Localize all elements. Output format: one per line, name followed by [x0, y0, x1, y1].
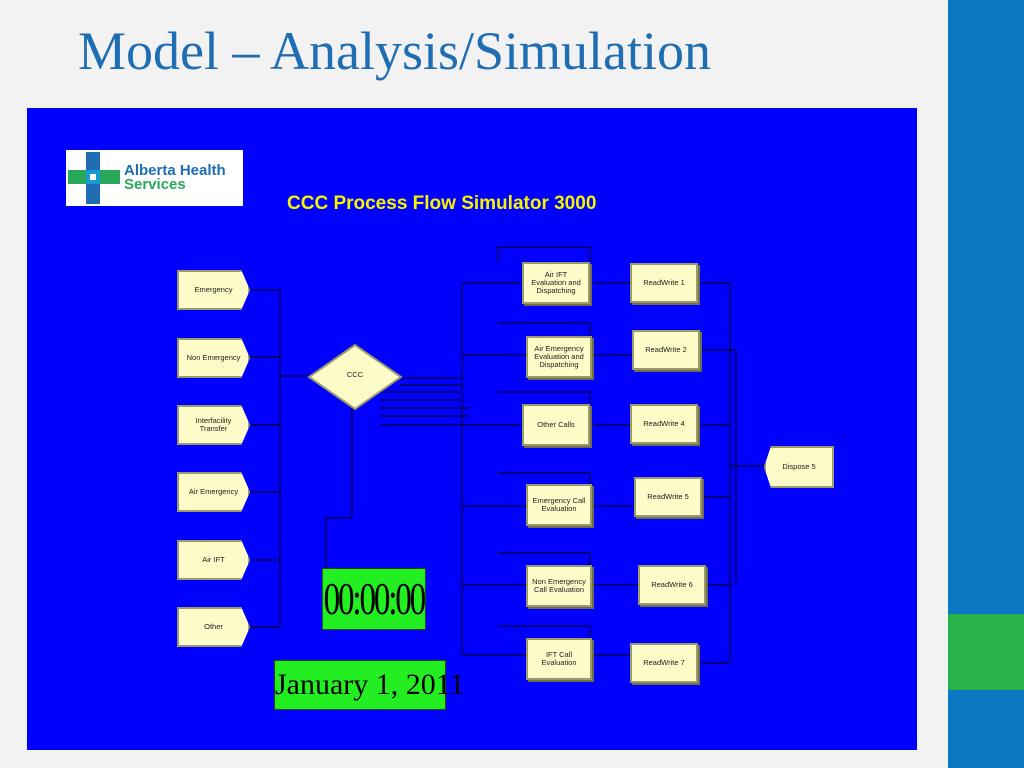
simulator-title: CCC Process Flow Simulator 3000	[287, 193, 597, 214]
logo-wordmark: Alberta Health Services	[124, 162, 226, 193]
simulation-date: January 1, 2011	[274, 660, 465, 710]
readwrite-6[interactable]: ReadWrite 6	[638, 565, 706, 605]
decision-label: CCC	[346, 370, 364, 379]
source-air-emergency[interactable]: Air Emergency	[177, 472, 250, 512]
readwrite-5[interactable]: ReadWrite 5	[634, 477, 702, 517]
process-air-ift[interactable]: Air IFT Evaluation and Dispatching	[522, 262, 590, 304]
dispose-5[interactable]: Dispose 5	[764, 446, 834, 488]
logo-line-2: Services	[124, 176, 186, 193]
alberta-health-logo: Alberta Health Services	[66, 150, 243, 206]
source-air-ift[interactable]: Air IFT	[177, 540, 250, 580]
cross-logo-icon	[68, 152, 120, 204]
logo-line-1: Alberta Health	[124, 162, 226, 179]
decision-ccc[interactable]	[305, 342, 405, 412]
process-non-emergency-call[interactable]: Non Emergency Call Evaluation	[526, 565, 592, 607]
process-emergency-call[interactable]: Emergency Call Evaluation	[526, 484, 592, 526]
simulator-panel	[27, 108, 917, 750]
process-air-emergency[interactable]: Air Emergency Evaluation and Dispatching	[526, 336, 592, 378]
readwrite-7[interactable]: ReadWrite 7	[630, 643, 698, 683]
slide-title: Model – Analysis/Simulation	[78, 21, 712, 81]
readwrite-2[interactable]: ReadWrite 2	[632, 330, 700, 370]
source-interfacility-transfer[interactable]: Interfacility Transfer	[177, 405, 250, 445]
side-accent-block	[948, 614, 1024, 690]
source-other[interactable]: Other	[177, 607, 250, 647]
process-ift-call[interactable]: IFT Call Evaluation	[526, 638, 592, 680]
readwrite-1[interactable]: ReadWrite 1	[630, 263, 698, 303]
simulation-clock: 00:00:00	[322, 568, 426, 630]
readwrite-4[interactable]: ReadWrite 4	[630, 404, 698, 444]
source-non-emergency[interactable]: Non Emergency	[177, 338, 250, 378]
process-other-calls[interactable]: Other Calls	[522, 404, 590, 446]
source-emergency[interactable]: Emergency	[177, 270, 250, 310]
